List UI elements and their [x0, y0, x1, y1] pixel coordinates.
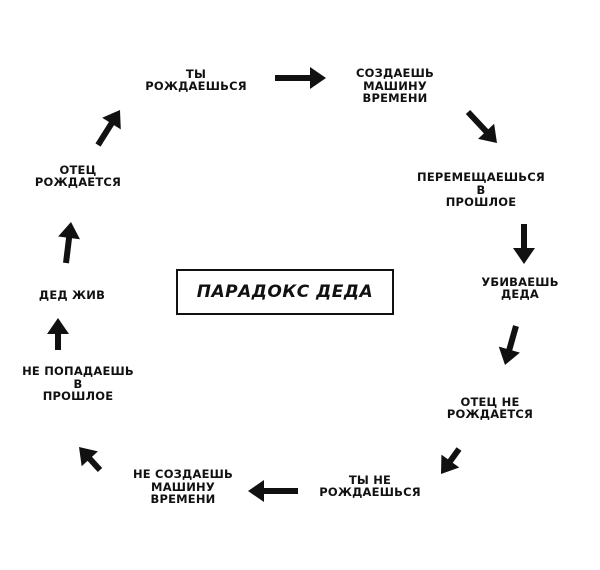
node-label-line: НЕ ПОПАДАЕШЬ	[22, 364, 134, 379]
arrow-head	[47, 318, 69, 334]
node-label-line: УБИВАЕШЬ	[481, 274, 559, 289]
node-label-line: ПРОШЛОЕ	[42, 389, 114, 404]
node-label-line: ПРОШЛОЕ	[445, 195, 517, 210]
arrow-shaft	[86, 455, 103, 473]
node-label-line: РОЖДАЕТСЯ	[446, 407, 534, 421]
node-grandfather-alive: ДЕД ЖИВ	[39, 289, 105, 302]
arrow-head	[310, 67, 326, 89]
arrow-grandfather-alive-to-father-born	[58, 222, 80, 264]
arrow-no-travel-to-grandfather-alive	[47, 318, 69, 350]
arrow-father-not-born-to-you-not-born	[441, 447, 462, 474]
node-label-line: ДЕД ЖИВ	[38, 287, 106, 302]
arrow-head	[102, 110, 121, 130]
arrow-father-born-to-born	[95, 110, 121, 147]
arrow-build-time-machine-to-travel-to-past	[465, 109, 497, 143]
node-label-line: РОЖДАЕШЬСЯ	[319, 485, 421, 499]
arrow-shaft	[446, 447, 462, 465]
arrow-shaft	[465, 109, 490, 135]
arrow-head	[513, 248, 535, 264]
node-label-line: В	[476, 182, 486, 197]
node-label-line: СОЗДАЕШЬ	[356, 66, 434, 81]
arrow-travel-to-past-to-kill-grandfather	[513, 224, 535, 264]
node-label-line: ПЕРЕМЕЩАЕШЬСЯ	[417, 170, 545, 185]
node-label-line: ДЕДА	[500, 287, 540, 301]
arrow-shaft	[95, 120, 116, 147]
arrow-kill-grandfather-to-father-not-born	[498, 325, 520, 365]
node-label-line: В	[73, 376, 83, 391]
node-label-line: ОТЕЦ НЕ	[460, 394, 520, 409]
arrow-head	[441, 454, 460, 474]
node-label-line: МАШИНУ	[363, 78, 427, 93]
arrow-head	[58, 222, 80, 240]
arrow-shaft	[63, 235, 73, 264]
node-label-line: ТЫ	[185, 66, 207, 81]
node-label-line: РОЖДАЕТСЯ	[34, 175, 122, 189]
arrow-born-to-build-time-machine	[275, 67, 326, 89]
arrow-head	[79, 447, 98, 467]
node-label-line: НЕ СОЗДАЕШЬ	[132, 467, 234, 482]
diagram-title: ПАРАДОКС ДЕДА	[176, 269, 394, 315]
node-label-line: МАШИНУ	[151, 479, 215, 494]
node-label-line: ОТЕЦ	[59, 162, 97, 177]
arrow-head	[248, 480, 264, 502]
arrow-shaft	[505, 325, 519, 353]
arrow-no-time-machine-to-no-travel	[79, 447, 103, 473]
node-label-line: РОЖДАЕШЬСЯ	[145, 79, 247, 93]
node-label-line: ТЫ НЕ	[348, 472, 392, 487]
arrow-you-not-born-to-no-time-machine	[248, 480, 298, 502]
arrow-head	[478, 123, 497, 143]
arrow-head	[498, 346, 520, 365]
node-label-line: ВРЕМЕНИ	[362, 91, 428, 106]
node-label-line: ВРЕМЕНИ	[150, 492, 216, 507]
